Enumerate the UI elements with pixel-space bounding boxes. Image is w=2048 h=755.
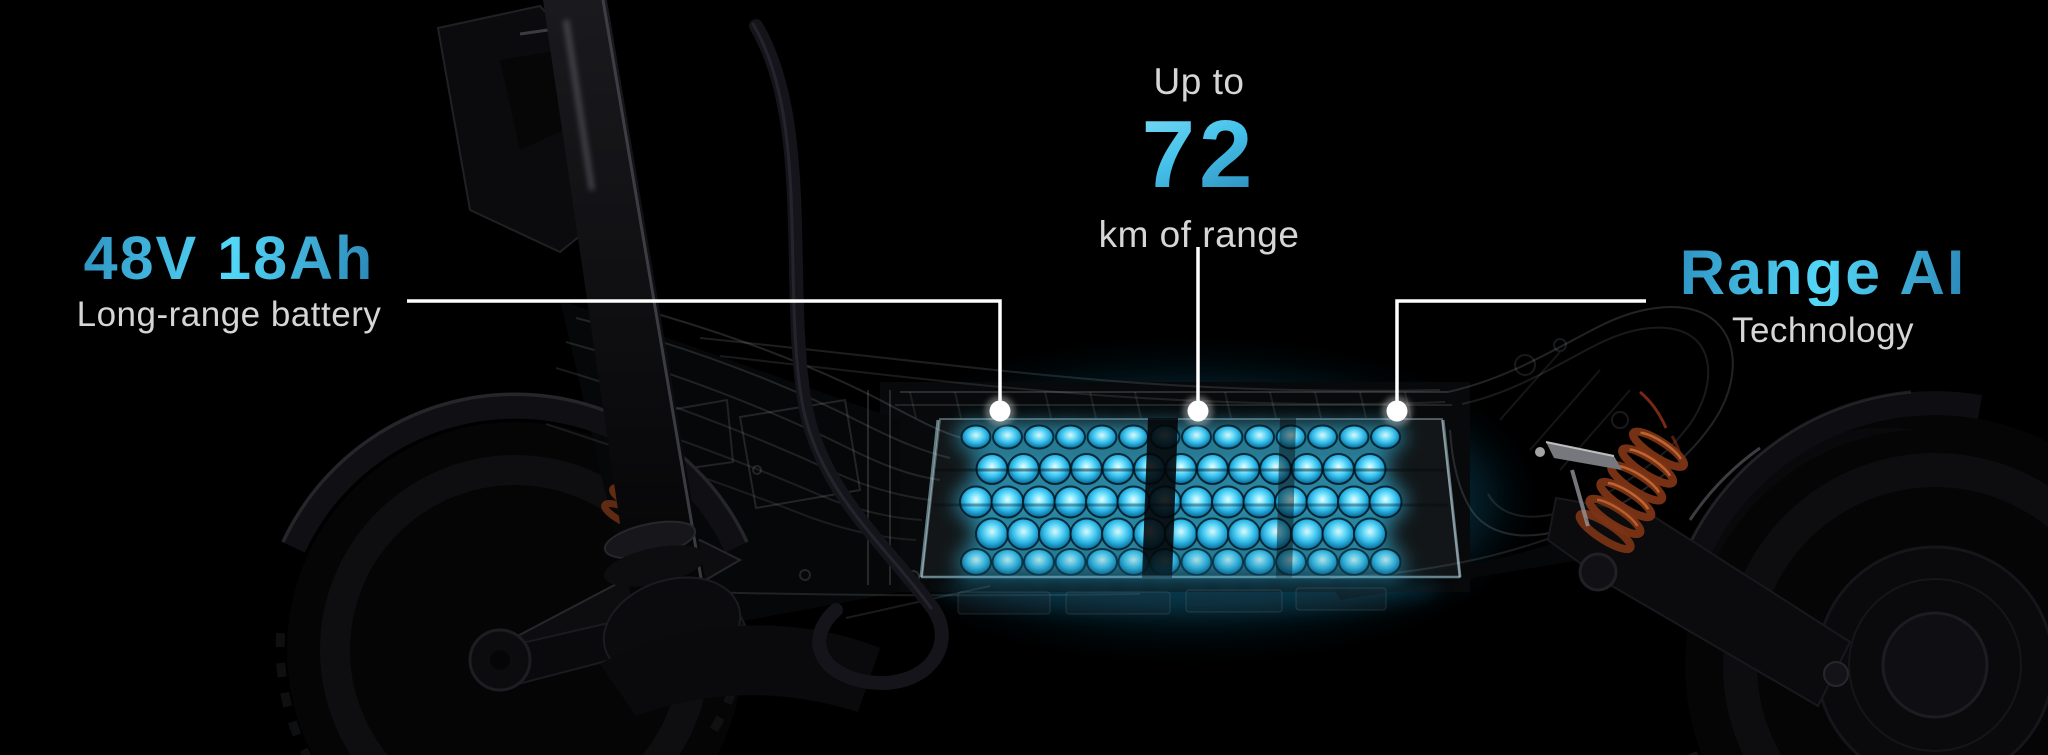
callout-right-subtitle: Technology <box>1731 311 1915 351</box>
callout-left-title: 48V 18Ah <box>83 224 375 292</box>
battery-cell <box>1023 424 1055 450</box>
battery-cell <box>1055 424 1086 450</box>
battery-cell <box>1118 424 1149 450</box>
callout-line-right <box>1395 299 1646 402</box>
rear-fender <box>1670 391 1983 601</box>
battery-cell <box>1038 517 1072 551</box>
rear-assembly <box>1535 390 1983 708</box>
battery-cell <box>1353 517 1387 551</box>
battery-cell <box>1211 485 1245 519</box>
battery-cell <box>960 548 992 576</box>
callout-dot-center <box>1187 400 1209 422</box>
battery-cell <box>1242 485 1277 519</box>
battery-cell <box>1195 517 1230 551</box>
rear-axle <box>1823 661 1849 687</box>
battery-cell <box>1181 424 1212 450</box>
rear-fender-inner <box>1700 427 1915 600</box>
callout-lines <box>407 247 1646 402</box>
battery-floor-reflection <box>940 564 1440 612</box>
battery-cell <box>992 424 1023 450</box>
battery-cell <box>1368 485 1403 519</box>
battery-pack <box>919 418 1462 612</box>
battery-cell <box>1305 485 1340 519</box>
battery-cell <box>1022 485 1056 519</box>
callout-center-value: 72 <box>1141 100 1257 208</box>
frame-strut <box>1142 418 1178 578</box>
callout-dots <box>985 396 1412 426</box>
rear-hub <box>1881 611 1989 719</box>
battery-cell <box>1275 424 1307 450</box>
battery-cell <box>1085 485 1119 519</box>
suspension-linkage <box>1546 442 1622 470</box>
front-fender <box>281 392 749 553</box>
rear-wheel <box>1685 415 2048 755</box>
battery-cell <box>1006 517 1041 551</box>
deck-wireframe <box>545 241 1734 619</box>
battery-cell <box>975 517 1009 551</box>
callout-left: 48V 18Ah Long-range battery <box>77 226 382 335</box>
battery-cell <box>1101 517 1135 551</box>
battery-cell <box>1337 485 1371 519</box>
battery-cell <box>1179 485 1214 519</box>
callout-center: Up to 72 km of range <box>1099 50 1300 255</box>
callout-line-left <box>407 299 1002 402</box>
callout-dot-left <box>989 400 1011 422</box>
battery-cell <box>1369 548 1402 576</box>
linkage-rod <box>1570 469 1590 527</box>
battery-cell <box>1321 517 1356 551</box>
battery-cell <box>1290 517 1324 551</box>
battery-cell <box>1053 485 1088 519</box>
tray-left-wall <box>919 419 940 578</box>
battery-cell <box>1307 424 1338 450</box>
stem <box>436 0 949 716</box>
underdeck-modules <box>957 587 1387 615</box>
front-tire-tread <box>275 627 312 755</box>
battery-cell <box>960 424 992 450</box>
callout-right-title: Range AI <box>1679 238 1967 308</box>
callout-left-subtitle: Long-range battery <box>76 295 382 335</box>
frame-red-glint <box>1639 390 1668 429</box>
swingarm-pivot <box>1578 552 1618 592</box>
callout-center-prefix: Up to <box>1153 61 1245 102</box>
deck-neck <box>600 625 880 716</box>
callout-center-suffix: km of range <box>1098 213 1300 255</box>
battery-cell <box>990 485 1025 519</box>
battery-cell <box>1227 517 1261 551</box>
battery-cell <box>1353 453 1387 485</box>
battery-cell <box>1086 424 1118 450</box>
callout-dot-right <box>1386 400 1408 422</box>
battery-cell <box>1338 424 1370 450</box>
battery-cell <box>1370 424 1401 450</box>
battery-cell <box>1212 424 1244 450</box>
battery-cell <box>1244 424 1275 450</box>
battery-cell <box>1069 517 1104 551</box>
callout-right: Range AI Technology <box>1680 240 1967 351</box>
tray-right-wall <box>1441 419 1462 578</box>
battery-cell <box>959 485 993 519</box>
